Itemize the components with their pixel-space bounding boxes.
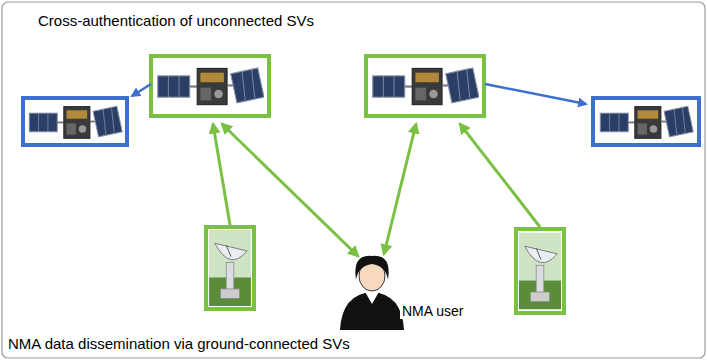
diagram-title: Cross-authentication of unconnected SVs	[38, 12, 314, 29]
user-label: NMA user	[400, 303, 465, 319]
diagram-caption: NMA data dissemination via ground-connec…	[8, 335, 350, 352]
